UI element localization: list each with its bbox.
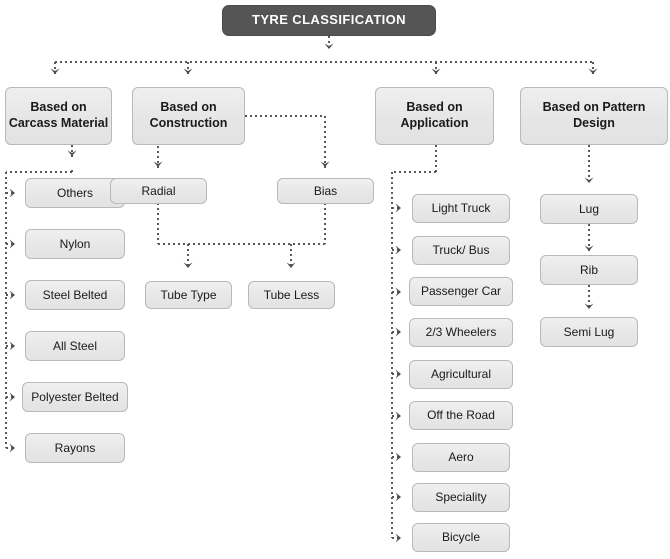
category-construction[interactable]: Based on Construction: [132, 87, 245, 145]
leaf-off-the-road[interactable]: Off the Road: [409, 401, 513, 430]
leaf-light-truck[interactable]: Light Truck: [412, 194, 510, 223]
leaf-speciality[interactable]: Speciality: [412, 483, 510, 512]
leaf-tube-type[interactable]: Tube Type: [145, 281, 232, 309]
leaf-lug[interactable]: Lug: [540, 194, 638, 224]
leaf-passenger-car[interactable]: Passenger Car: [409, 277, 513, 306]
leaf-polyester-belted[interactable]: Polyester Belted: [22, 382, 128, 412]
leaf-nylon[interactable]: Nylon: [25, 229, 125, 259]
leaf-all-steel[interactable]: All Steel: [25, 331, 125, 361]
leaf-truck-bus[interactable]: Truck/ Bus: [412, 236, 510, 265]
leaf-bias[interactable]: Bias: [277, 178, 374, 204]
leaf-rayons[interactable]: Rayons: [25, 433, 125, 463]
leaf-rib[interactable]: Rib: [540, 255, 638, 285]
leaf-aero[interactable]: Aero: [412, 443, 510, 472]
leaf-tube-less[interactable]: Tube Less: [248, 281, 335, 309]
leaf-others[interactable]: Others: [25, 178, 125, 208]
leaf-semi-lug[interactable]: Semi Lug: [540, 317, 638, 347]
leaf-bicycle[interactable]: Bicycle: [412, 523, 510, 552]
category-carcass-material[interactable]: Based on Carcass Material: [5, 87, 112, 145]
leaf-radial[interactable]: Radial: [110, 178, 207, 204]
leaf-steel-belted[interactable]: Steel Belted: [25, 280, 125, 310]
category-application[interactable]: Based on Application: [375, 87, 494, 145]
leaf-2-3-wheelers[interactable]: 2/3 Wheelers: [409, 318, 513, 347]
leaf-agricultural[interactable]: Agricultural: [409, 360, 513, 389]
diagram-title: TYRE CLASSIFICATION: [222, 5, 436, 36]
category-pattern-design[interactable]: Based on Pattern Design: [520, 87, 668, 145]
